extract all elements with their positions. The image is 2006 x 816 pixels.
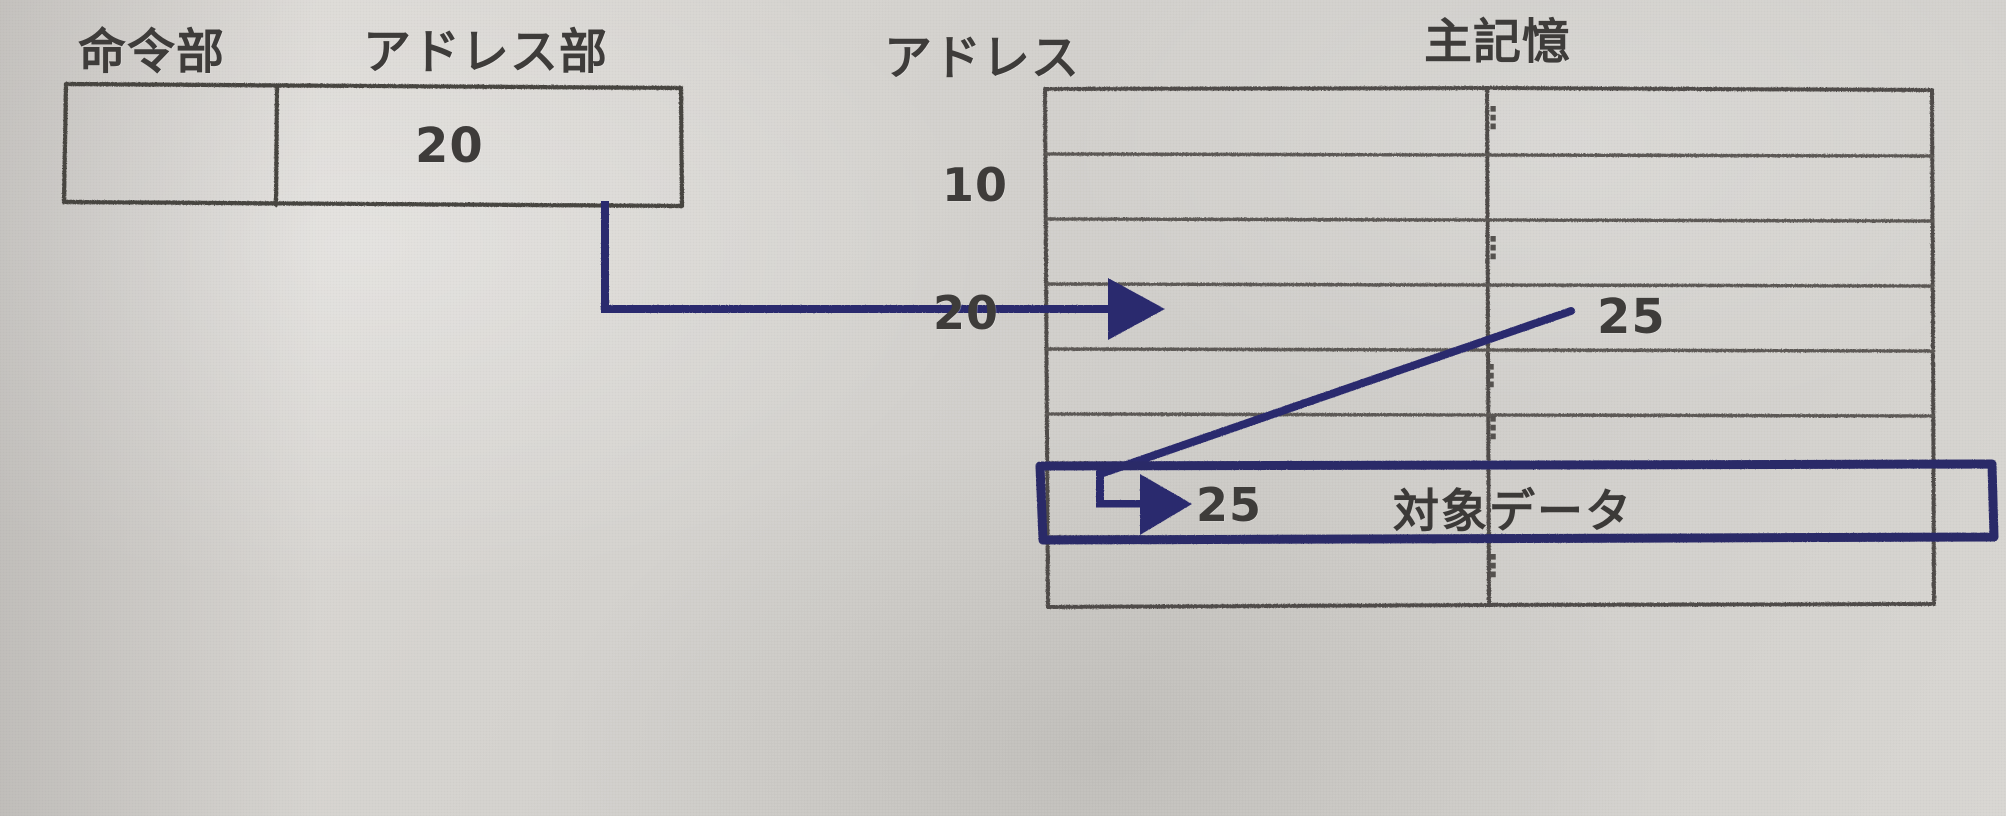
label-address-field: アドレス部 — [363, 24, 609, 80]
arrowhead-to-address-25 — [1140, 474, 1192, 535]
memory-row-4-ellipsis: ⋮ — [1476, 359, 1506, 394]
memory-value-25: 25 — [1597, 289, 1666, 345]
address-tick-20: 20 — [933, 286, 1000, 340]
target-data-highlight-box — [1035, 459, 1999, 545]
address-tick-10: 10 — [942, 158, 1009, 212]
memory-row-2-ellipsis: ⋮ — [1478, 231, 1508, 266]
memory-row-5-ellipsis: ⋮ — [1478, 411, 1508, 446]
address-tick-25: 25 — [1196, 478, 1263, 532]
memory-target-data-cell: 対象データ — [1393, 484, 1633, 538]
arrowhead-to-address-20 — [1108, 278, 1165, 340]
indirect-pointer-arrow — [1096, 467, 1149, 508]
memory-row-0-ellipsis: ⋮ — [1478, 101, 1508, 136]
label-main-memory: 主記憶 — [1424, 14, 1572, 70]
label-address-column: アドレス — [884, 30, 1081, 86]
label-opcode-field: 命令部 — [78, 24, 226, 80]
address-pointer-arrow — [601, 201, 1117, 313]
instruction-word-box — [61, 81, 685, 209]
value-to-address-link — [1099, 307, 1575, 477]
instruction-address-value: 20 — [415, 118, 484, 174]
memory-row-7-ellipsis: ⋮ — [1478, 549, 1508, 584]
